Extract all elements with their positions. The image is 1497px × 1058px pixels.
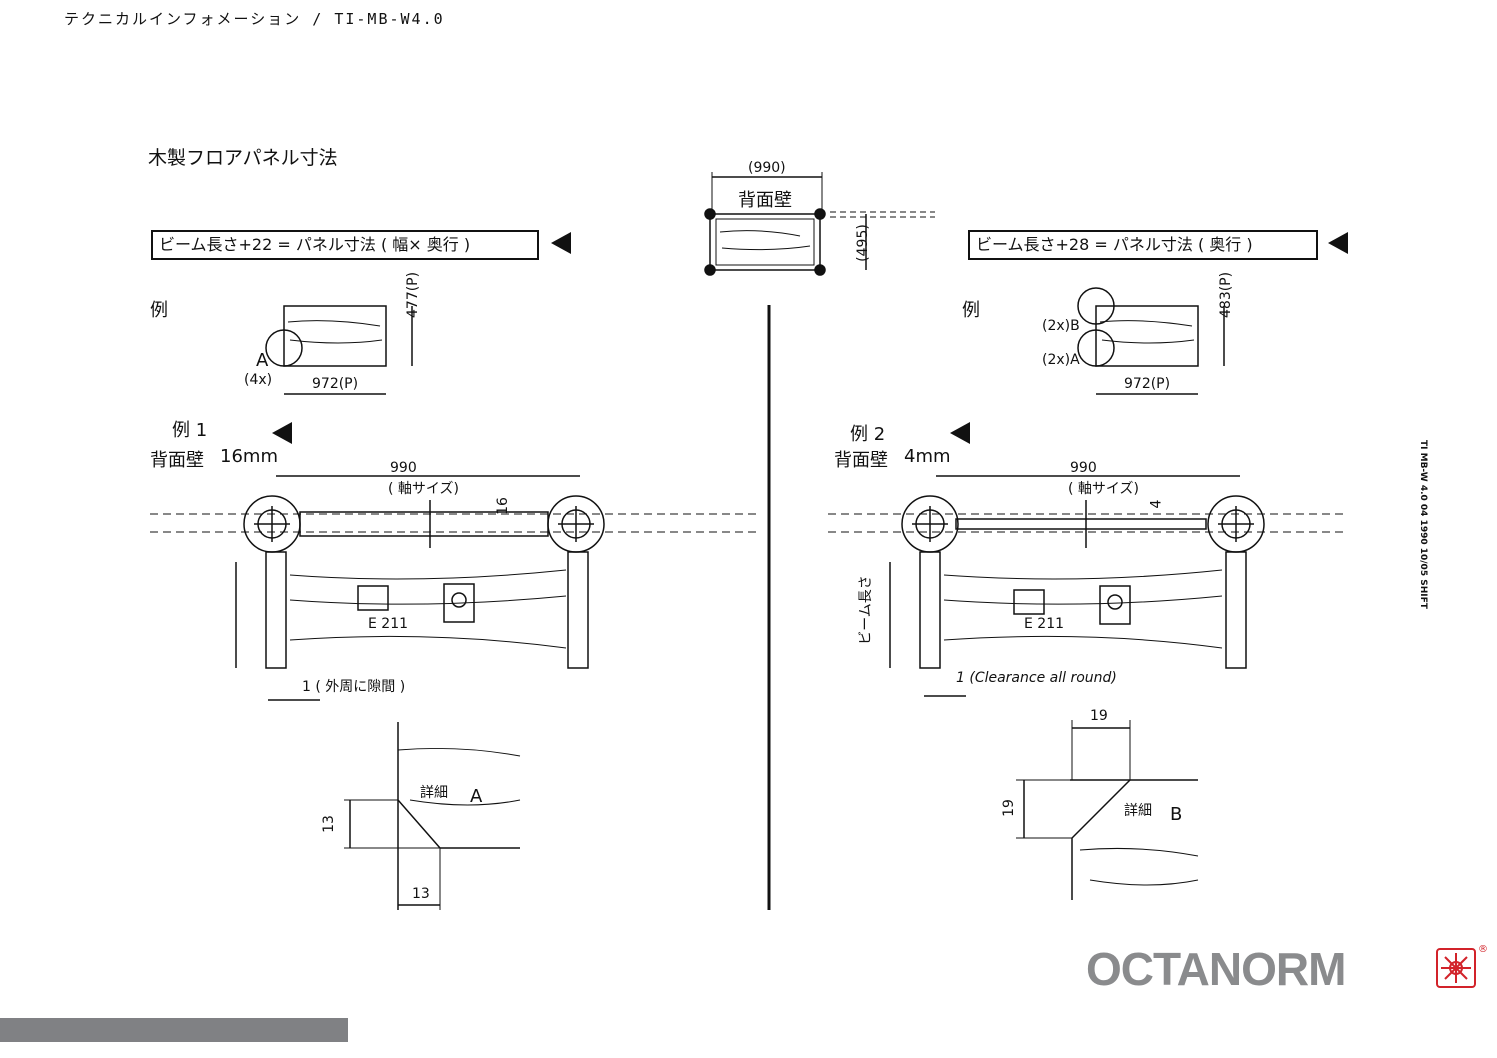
octanorm-star-icon bbox=[1436, 948, 1476, 988]
left-wall-thickness: 16mm bbox=[220, 446, 278, 467]
footer-bar bbox=[0, 1018, 348, 1042]
right-span-note: ( 軸サイズ) bbox=[1068, 481, 1139, 497]
connector-e211-right bbox=[1013, 589, 1045, 615]
right-detail-letter: B bbox=[1170, 804, 1183, 825]
right-panel-depth: 483(P) bbox=[1218, 271, 1234, 318]
left-clearance: 1 ( 外周に隙間 ) bbox=[302, 679, 406, 695]
lock-symbol-right bbox=[1099, 585, 1131, 625]
top-depth-label: (495) bbox=[854, 224, 871, 262]
right-example-arrow-icon bbox=[950, 422, 970, 444]
left-detail-letter: A bbox=[470, 786, 483, 807]
document-header: テクニカルインフォメーション / TI-MB-W4.0 bbox=[64, 10, 445, 28]
right-clearance: 1 (Clearance all round) bbox=[956, 670, 1117, 686]
left-formula: ビーム長さ+22 = パネル寸法 ( 幅× 奥行 ) bbox=[151, 230, 539, 260]
right-detail-dim-h: 19 bbox=[1090, 708, 1108, 724]
side-doc-code: TI MB-W 4.0 04 1990 10/05 SHIFT bbox=[1418, 440, 1428, 609]
left-part-code: E 211 bbox=[368, 616, 409, 632]
octanorm-logo: OCTANORM bbox=[1086, 942, 1346, 996]
right-detail-name: 詳細 bbox=[1124, 803, 1152, 819]
right-marker-b: (2x)B bbox=[1042, 318, 1080, 334]
right-wall-caption: 背面壁 bbox=[834, 450, 888, 471]
right-example-title: 例 2 bbox=[850, 424, 886, 445]
connector-e211-left bbox=[357, 585, 389, 611]
right-formula-arrow-icon bbox=[1328, 232, 1348, 254]
left-detail-dim-v: 13 bbox=[320, 815, 337, 833]
left-example-arrow-icon bbox=[272, 422, 292, 444]
left-detail-dim-h: 13 bbox=[412, 886, 430, 902]
right-part-code: E 211 bbox=[1024, 616, 1065, 632]
left-example-title: 例 1 bbox=[172, 420, 208, 441]
left-span-note: ( 軸サイズ) bbox=[388, 481, 459, 497]
top-wall-label: 背面壁 bbox=[738, 190, 792, 211]
right-marker-a: (2x)A bbox=[1042, 352, 1080, 368]
logo-text: OCTANORM bbox=[1086, 943, 1346, 995]
left-detail-count: (4x) bbox=[244, 372, 273, 388]
left-example-label: 例 bbox=[150, 300, 168, 321]
left-detail-marker: A bbox=[256, 350, 269, 371]
left-wall-caption: 背面壁 bbox=[150, 450, 204, 471]
left-span: 990 bbox=[390, 460, 417, 476]
right-wall-thickness: 4mm bbox=[904, 446, 951, 467]
lock-symbol-left bbox=[443, 583, 475, 623]
registered-mark: ® bbox=[1478, 944, 1488, 955]
left-dim-16: 16 bbox=[494, 497, 511, 515]
right-beam-length: ビーム長さ bbox=[857, 575, 874, 645]
right-panel-width: 972(P) bbox=[1124, 376, 1171, 392]
page-title: 木製フロアパネル寸法 bbox=[148, 147, 338, 169]
right-dim-4: 4 bbox=[1148, 499, 1165, 509]
right-span: 990 bbox=[1070, 460, 1097, 476]
left-detail-name: 詳細 bbox=[420, 785, 448, 801]
left-formula-arrow-icon bbox=[551, 232, 571, 254]
top-panel-outline bbox=[709, 213, 821, 271]
right-formula: ビーム長さ+28 = パネル寸法 ( 奥行 ) bbox=[968, 230, 1318, 260]
top-width-label: (990) bbox=[748, 160, 786, 176]
right-example-label: 例 bbox=[962, 300, 980, 321]
left-panel-width: 972(P) bbox=[312, 376, 359, 392]
left-panel-depth: 477(P) bbox=[405, 271, 421, 318]
right-detail-dim-v: 19 bbox=[1000, 799, 1017, 817]
